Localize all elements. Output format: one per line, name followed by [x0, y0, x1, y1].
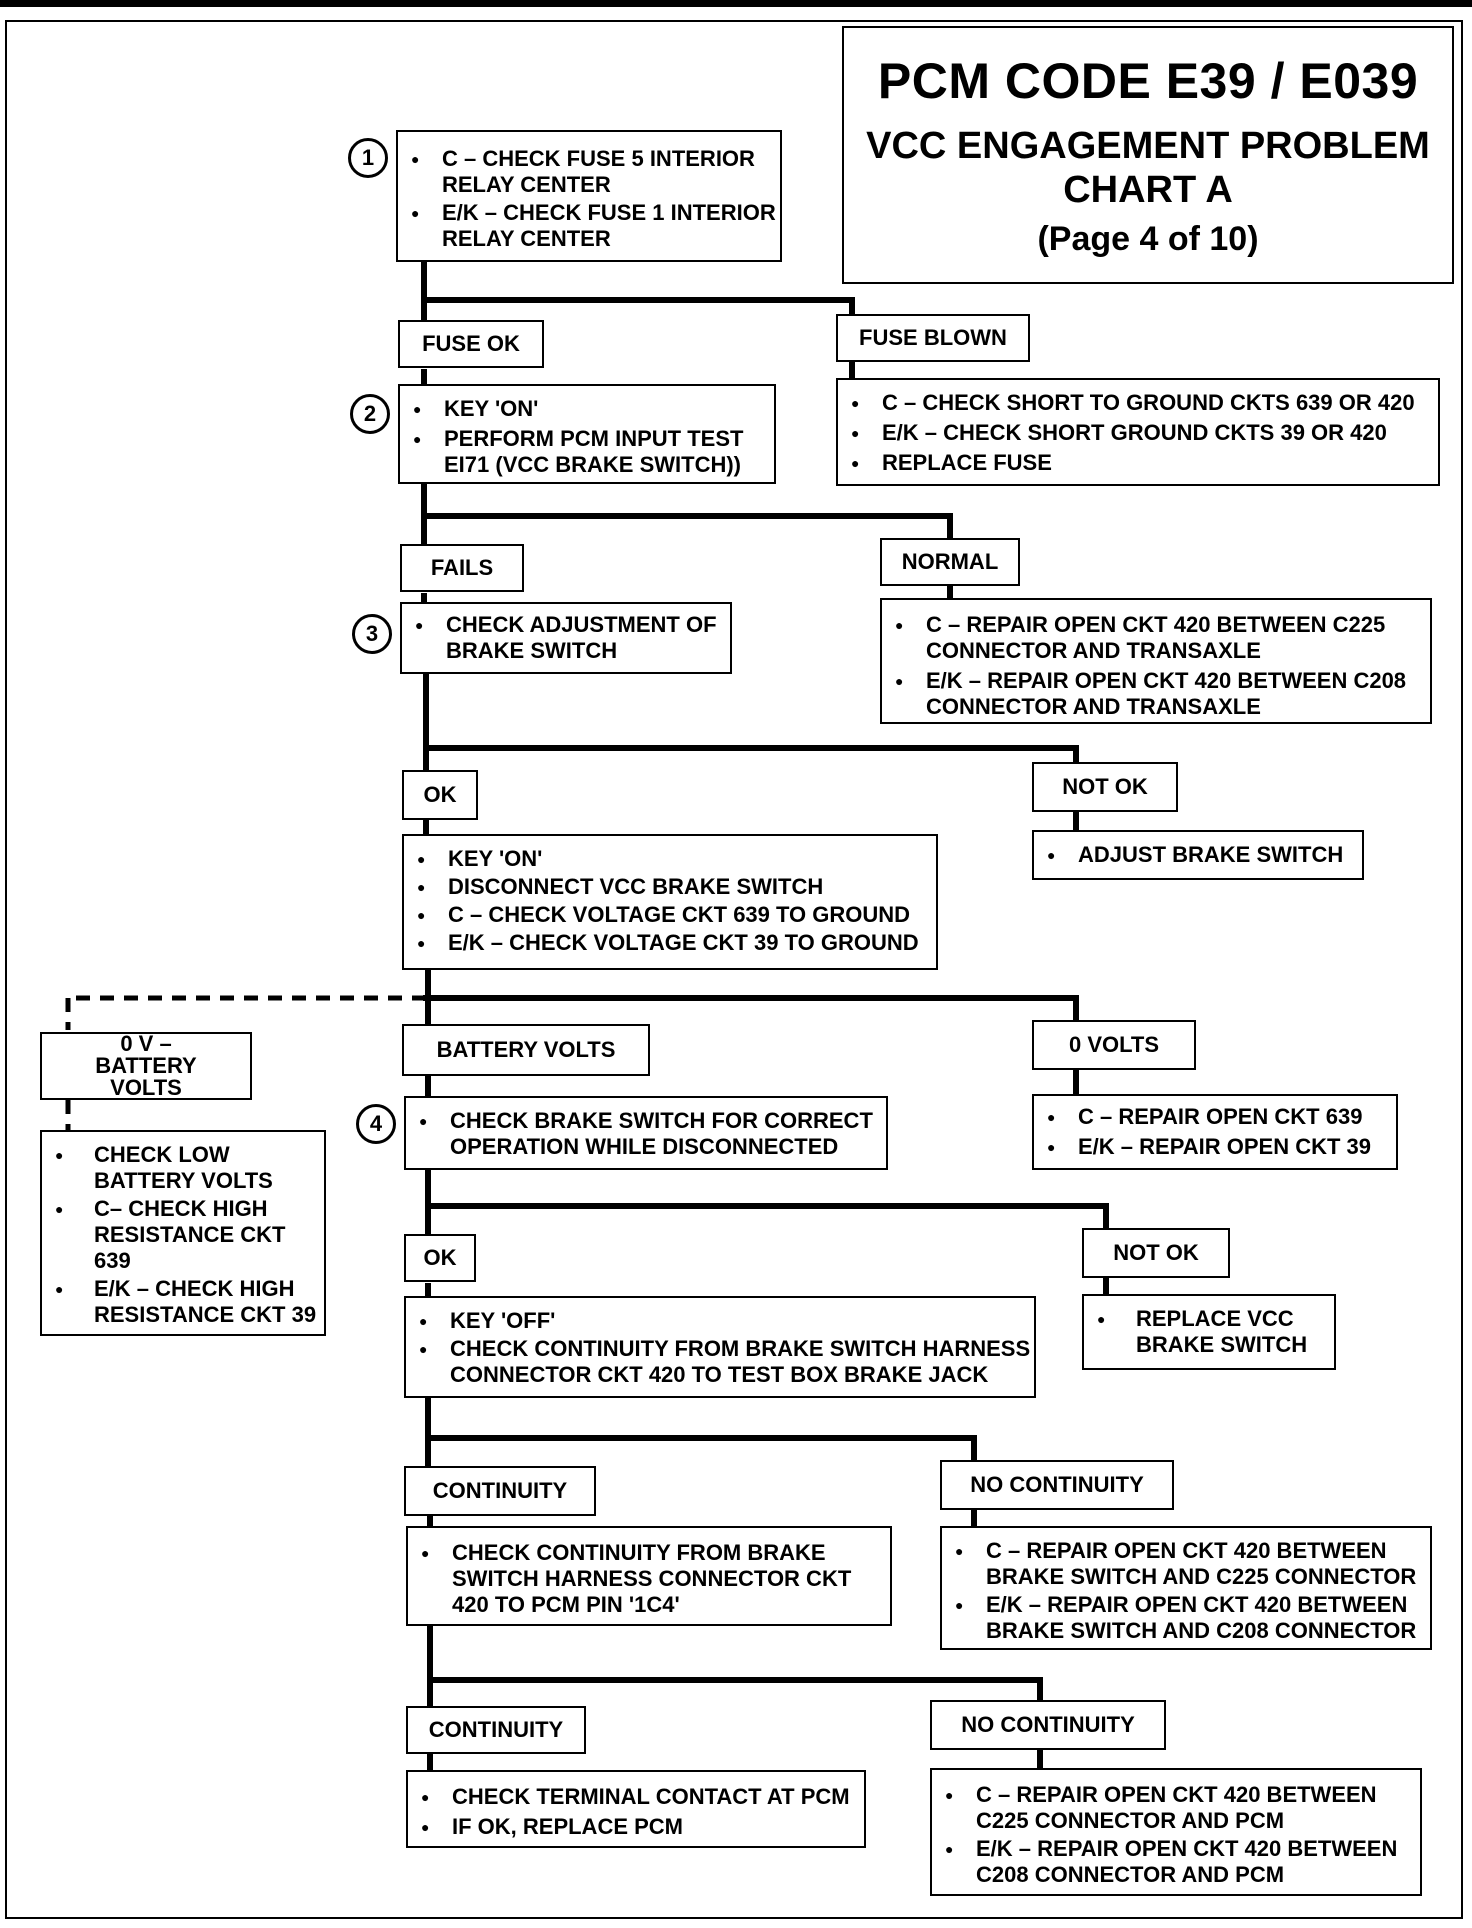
not-ok-2-item: REPLACE VCC BRAKE SWITCH — [1084, 1306, 1334, 1358]
continuity-1-item: CHECK CONTINUITY FROM BRAKE SWITCH HARNE… — [408, 1540, 890, 1618]
zero-battery-item: CHECK LOW BATTERY VOLTS — [42, 1142, 324, 1194]
not-ok-label-2: NOT OK — [1082, 1228, 1230, 1278]
fuse-blown-item: REPLACE FUSE — [838, 450, 1438, 476]
zero-battery-actions: CHECK LOW BATTERY VOLTS C– CHECK HIGH RE… — [40, 1130, 326, 1336]
ok-label-1: OK — [402, 770, 478, 820]
step-1-marker: 1 — [348, 138, 388, 178]
no-continuity-label-2: NO CONTINUITY — [930, 1700, 1166, 1750]
zero-volts-item: E/K – REPAIR OPEN CKT 39 — [1034, 1134, 1396, 1160]
terminal-contact-box: CHECK TERMINAL CONTACT AT PCM IF OK, REP… — [406, 1770, 866, 1848]
step-1-item: E/K – CHECK FUSE 1 INTERIOR RELAY CENTER — [398, 200, 780, 252]
fails-label: FAILS — [400, 544, 524, 592]
step-2-item: PERFORM PCM INPUT TEST EI71 (VCC BRAKE S… — [400, 426, 774, 478]
zero-battery-item: E/K – CHECK HIGH RESISTANCE CKT 39 — [42, 1276, 324, 1328]
fuse-blown-item: E/K – CHECK SHORT GROUND CKTS 39 OR 420 — [838, 420, 1438, 446]
step-1-box: C – CHECK FUSE 5 INTERIOR RELAY CENTER E… — [396, 130, 782, 262]
continuity-2-item: CHECK TERMINAL CONTACT AT PCM — [408, 1784, 864, 1810]
step-4-box: CHECK BRAKE SWITCH FOR CORRECT OPERATION… — [404, 1096, 888, 1170]
step-1-item: C – CHECK FUSE 5 INTERIOR RELAY CENTER — [398, 146, 780, 198]
zero-volts-label: 0 VOLTS — [1032, 1020, 1196, 1070]
no-continuity-label-1: NO CONTINUITY — [940, 1460, 1174, 1510]
step-2-box: KEY 'ON' PERFORM PCM INPUT TEST EI71 (VC… — [398, 384, 776, 484]
step-4-marker: 4 — [356, 1104, 396, 1144]
step-4-item: CHECK BRAKE SWITCH FOR CORRECT OPERATION… — [406, 1108, 886, 1160]
no-continuity-2-item: E/K – REPAIR OPEN CKT 420 BETWEEN C208 C… — [932, 1836, 1420, 1888]
normal-label: NORMAL — [880, 538, 1020, 586]
ok-label-2: OK — [404, 1234, 476, 1282]
zero-battery-text: 0 V – BATTERY VOLTS — [95, 1031, 197, 1100]
battery-volts-label: BATTERY VOLTS — [402, 1024, 650, 1076]
zero-volts-actions: C – REPAIR OPEN CKT 639 E/K – REPAIR OPE… — [1032, 1094, 1398, 1170]
voltage-check-item: E/K – CHECK VOLTAGE CKT 39 TO GROUND — [404, 930, 936, 956]
fuse-blown-item: C – CHECK SHORT TO GROUND CKTS 639 OR 42… — [838, 390, 1438, 416]
voltage-check-box: KEY 'ON' DISCONNECT VCC BRAKE SWITCH C –… — [402, 834, 938, 970]
continuity-2-item: IF OK, REPLACE PCM — [408, 1814, 864, 1840]
step-3-box: CHECK ADJUSTMENT OF BRAKE SWITCH — [400, 602, 732, 674]
problem-title-line: VCC ENGAGEMENT PROBLEM — [866, 125, 1430, 167]
adjust-brake-switch-box: ADJUST BRAKE SWITCH — [1032, 830, 1364, 880]
voltage-check-item: C – CHECK VOLTAGE CKT 639 TO GROUND — [404, 902, 936, 928]
step-2-item: KEY 'ON' — [400, 396, 774, 422]
page-indicator: (Page 4 of 10) — [1037, 220, 1259, 258]
no-continuity-1-item: C – REPAIR OPEN CKT 420 BETWEEN BRAKE SW… — [942, 1538, 1430, 1590]
step-3-marker: 3 — [352, 614, 392, 654]
normal-item: E/K – REPAIR OPEN CKT 420 BETWEEN C208 C… — [882, 668, 1430, 720]
voltage-check-item: DISCONNECT VCC BRAKE SWITCH — [404, 874, 936, 900]
code-title: PCM CODE E39 / E039 — [877, 53, 1419, 109]
title-block: PCM CODE E39 / E039 VCC ENGAGEMENT PROBL… — [842, 26, 1454, 284]
fuse-blown-actions: C – CHECK SHORT TO GROUND CKTS 639 OR 42… — [836, 378, 1440, 486]
voltage-check-item: KEY 'ON' — [404, 846, 936, 872]
top-rule — [0, 0, 1472, 7]
no-continuity-1-actions: C – REPAIR OPEN CKT 420 BETWEEN BRAKE SW… — [940, 1526, 1432, 1650]
fuse-blown-label: FUSE BLOWN — [836, 314, 1030, 362]
continuity-check-item: KEY 'OFF' — [406, 1308, 1034, 1334]
chart-name: CHART A — [1063, 169, 1233, 211]
replace-brake-switch-box: REPLACE VCC BRAKE SWITCH — [1082, 1294, 1336, 1370]
continuity-check-box-1: KEY 'OFF' CHECK CONTINUITY FROM BRAKE SW… — [404, 1296, 1036, 1398]
zero-battery-item: C– CHECK HIGH RESISTANCE CKT 639 — [42, 1196, 324, 1274]
no-continuity-2-item: C – REPAIR OPEN CKT 420 BETWEEN C225 CON… — [932, 1782, 1420, 1834]
continuity-label-2: CONTINUITY — [406, 1706, 586, 1754]
continuity-label-1: CONTINUITY — [404, 1466, 596, 1516]
normal-actions: C – REPAIR OPEN CKT 420 BETWEEN C225 CON… — [880, 598, 1432, 724]
continuity-to-pcm-box: CHECK CONTINUITY FROM BRAKE SWITCH HARNE… — [406, 1526, 892, 1626]
step-3-item: CHECK ADJUSTMENT OF BRAKE SWITCH — [402, 612, 730, 664]
step-2-marker: 2 — [350, 394, 390, 434]
not-ok-label-1: NOT OK — [1032, 762, 1178, 812]
zero-battery-label: 0 V – BATTERY VOLTS — [40, 1032, 252, 1100]
no-continuity-1-item: E/K – REPAIR OPEN CKT 420 BETWEEN BRAKE … — [942, 1592, 1430, 1644]
page-frame — [5, 20, 1463, 1919]
zero-volts-item: C – REPAIR OPEN CKT 639 — [1034, 1104, 1396, 1130]
fuse-ok-label: FUSE OK — [398, 320, 544, 368]
not-ok-1-item: ADJUST BRAKE SWITCH — [1034, 842, 1362, 868]
no-continuity-2-actions: C – REPAIR OPEN CKT 420 BETWEEN C225 CON… — [930, 1768, 1422, 1896]
continuity-check-item: CHECK CONTINUITY FROM BRAKE SWITCH HARNE… — [406, 1336, 1034, 1388]
normal-item: C – REPAIR OPEN CKT 420 BETWEEN C225 CON… — [882, 612, 1430, 664]
problem-title: VCC ENGAGEMENT PROBLEM CHART A — [844, 124, 1452, 212]
